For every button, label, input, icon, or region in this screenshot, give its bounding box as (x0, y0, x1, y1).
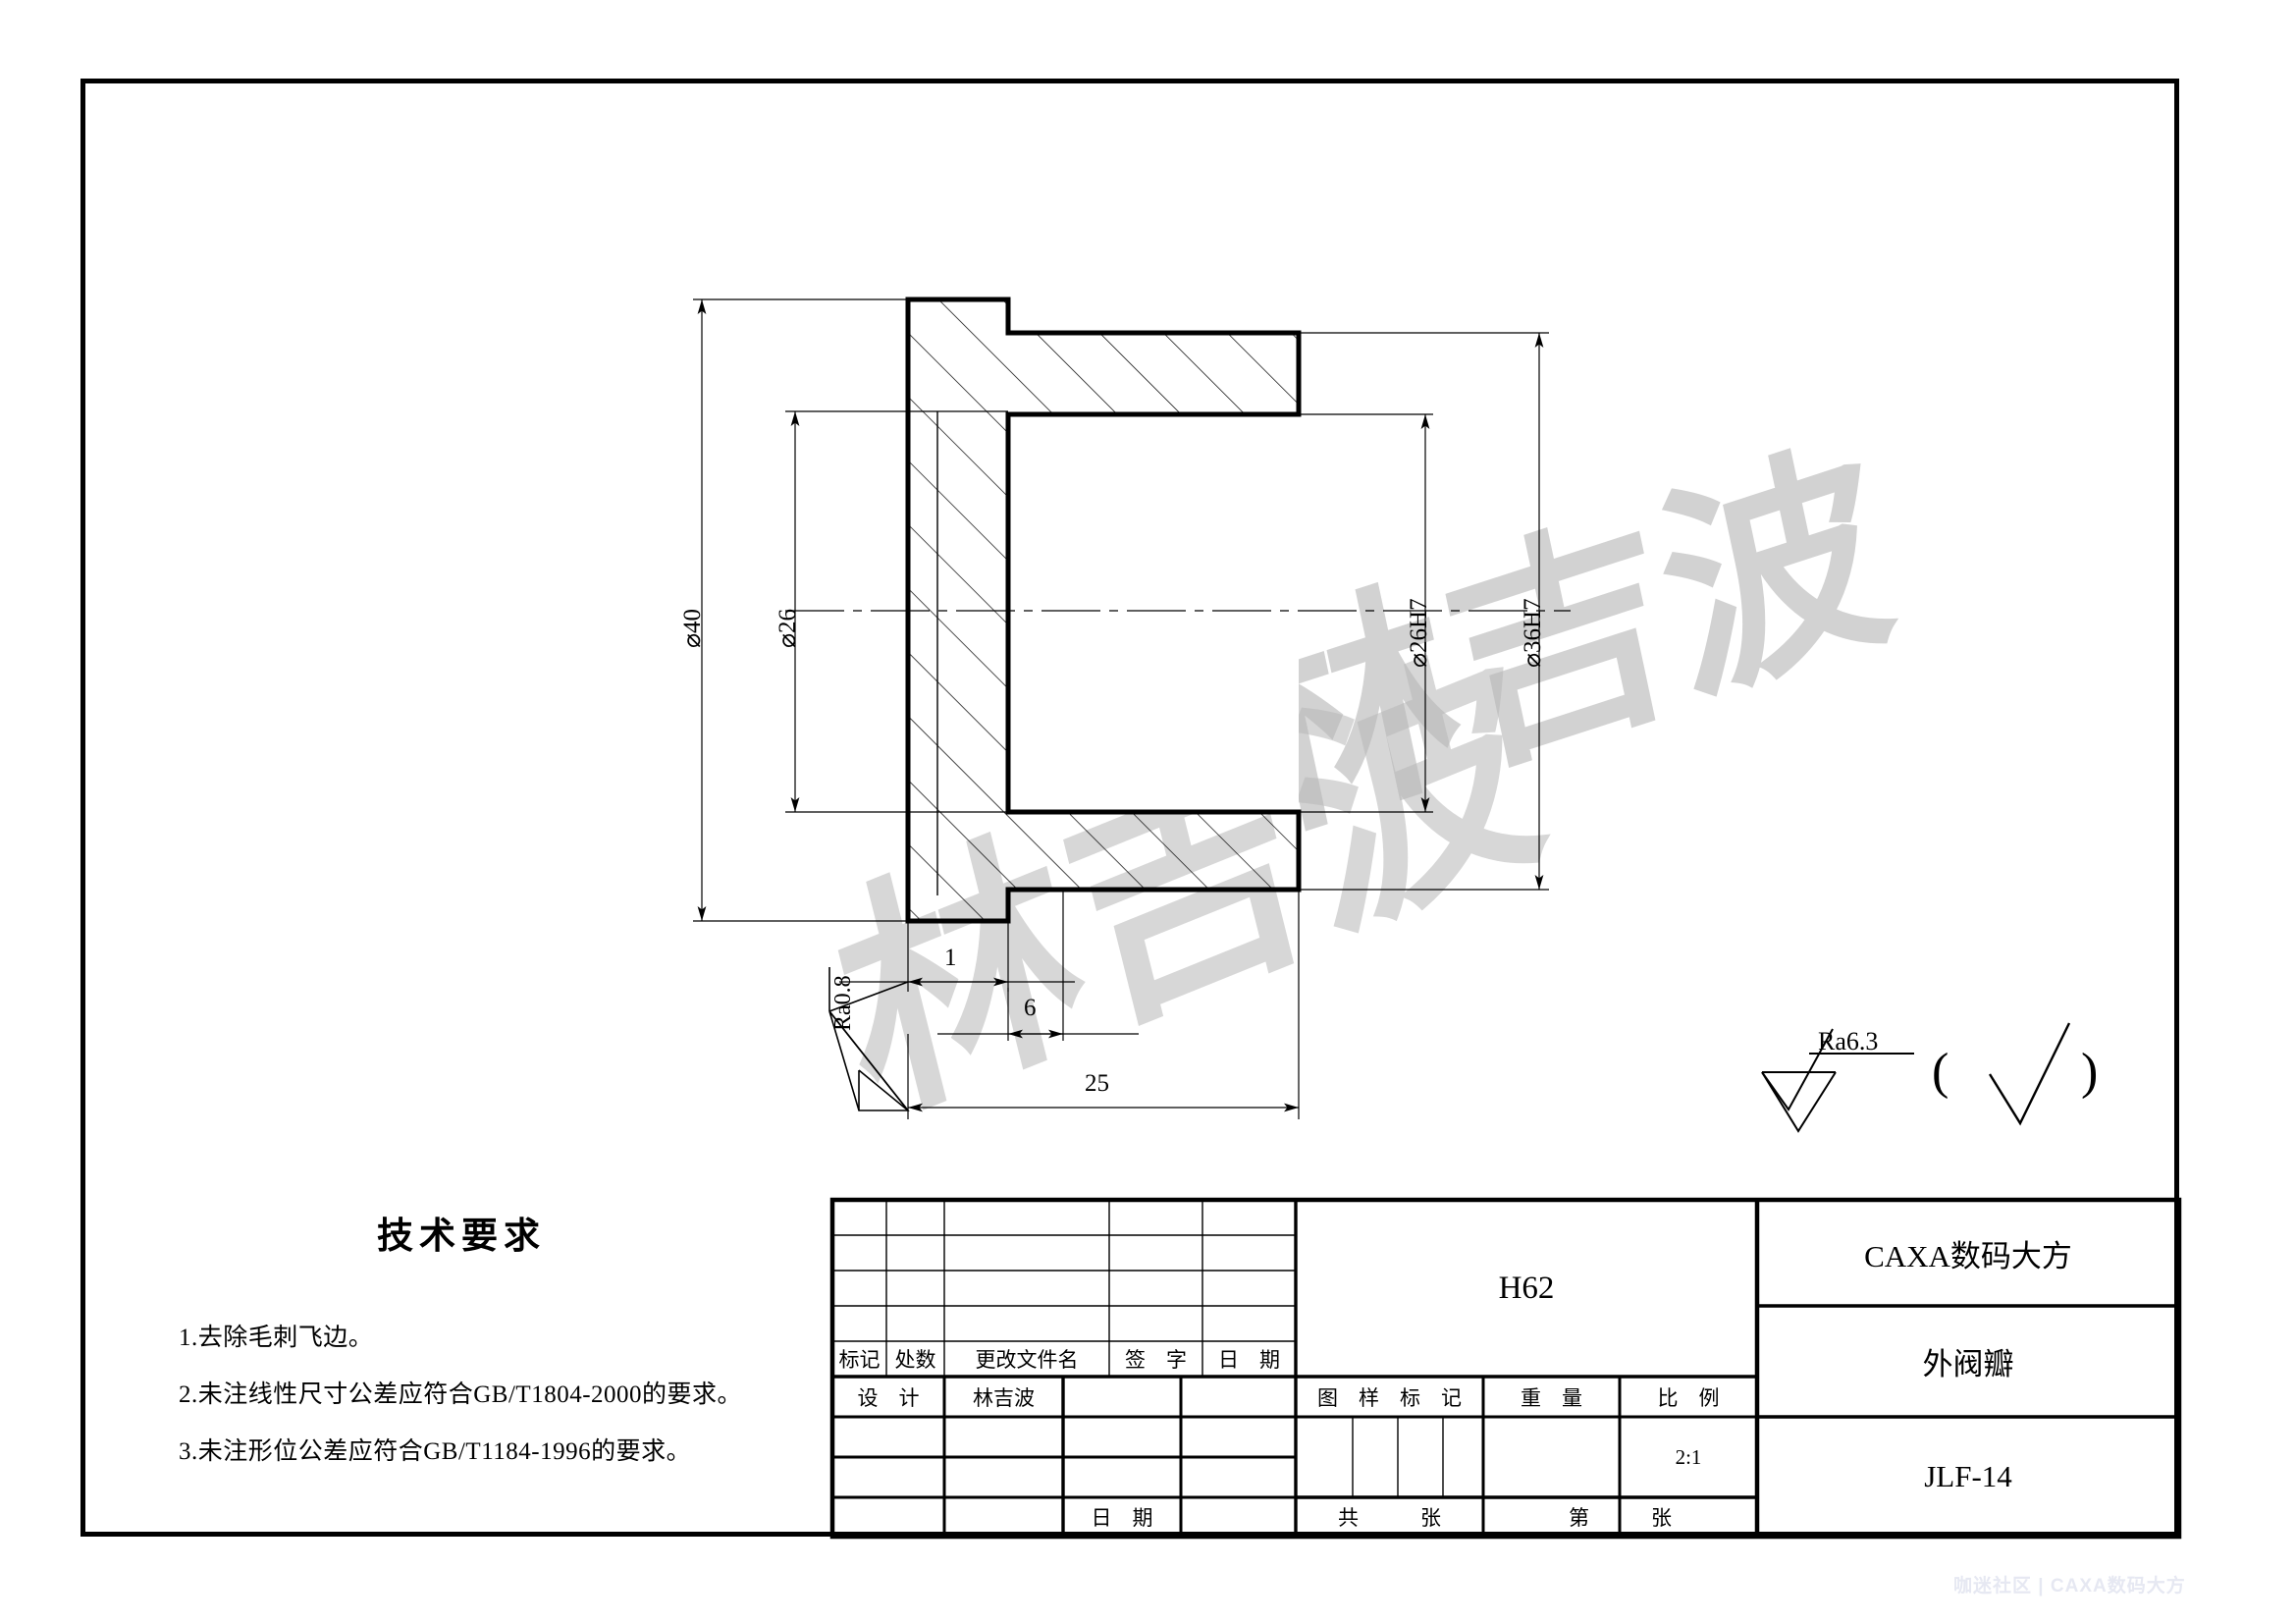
scale-value: 2:1 (1675, 1444, 1702, 1469)
surface-finish-general-symbol (1761, 1028, 1914, 1133)
sheet-number-label: 第 张 (1569, 1506, 1672, 1530)
dimension-label-w6: 6 (1024, 995, 1037, 1021)
footer-watermark: 咖迷社区 | CAXA数码大方 (1953, 1576, 2186, 1597)
dimension-w6 (937, 890, 1139, 1041)
surface-finish-ra08-symbol (828, 967, 910, 1111)
date-label: 日 期 (1091, 1506, 1153, 1530)
part-number: JLF-14 (1924, 1459, 2012, 1493)
revision-header-signature: 签 字 (1125, 1348, 1187, 1372)
dimension-w25 (907, 890, 1300, 1119)
technical-requirement-item-3: 3.未注形位公差应符合GB/T1184-1996的要求。 (179, 1438, 692, 1465)
dimension-d40 (693, 298, 908, 922)
design-value-name: 林吉波 (973, 1385, 1035, 1410)
design-label: 设 计 (857, 1385, 920, 1410)
revision-header-date: 日 期 (1218, 1348, 1280, 1372)
drawing-frame-border (80, 79, 2179, 1537)
material-value: H62 (1498, 1270, 1555, 1306)
technical-requirement-item-1: 1.去除毛刺飞边。 (179, 1325, 374, 1351)
technical-requirement-item-2: 2.未注线性尺寸公差应符合GB/T1804-2000的要求。 (179, 1381, 743, 1408)
dimension-d26h7 (1299, 413, 1433, 813)
drawing-mark-label: 图 样 标 记 (1317, 1385, 1462, 1410)
sheet-total-label: 共 张 (1338, 1506, 1441, 1530)
dimension-label-w1: 1 (944, 945, 957, 971)
scale-label: 比 例 (1657, 1385, 1720, 1410)
surface-finish-general-tick-in-paren (1988, 1022, 2071, 1126)
part-name: 外阀瓣 (1922, 1347, 2014, 1381)
weight-label: 重 量 (1521, 1385, 1582, 1410)
dimension-label-w25: 25 (1085, 1070, 1109, 1097)
technical-requirements-title: 技术要求 (377, 1217, 546, 1257)
surface-finish-paren-right: ) (2081, 1044, 2099, 1100)
revision-header-mark: 标记 (838, 1348, 881, 1372)
revision-header-count: 处数 (894, 1348, 936, 1372)
dimension-d36h7 (1299, 332, 1549, 891)
revision-header-filename: 更改文件名 (975, 1348, 1079, 1372)
dimension-w1 (839, 890, 1075, 992)
surface-finish-ra63-label: Ra6.3 (1818, 1027, 1879, 1056)
company-name: CAXA数码大方 (1864, 1238, 2072, 1273)
dimension-d26 (785, 410, 1008, 813)
surface-finish-paren-left: ( (1932, 1044, 1949, 1100)
